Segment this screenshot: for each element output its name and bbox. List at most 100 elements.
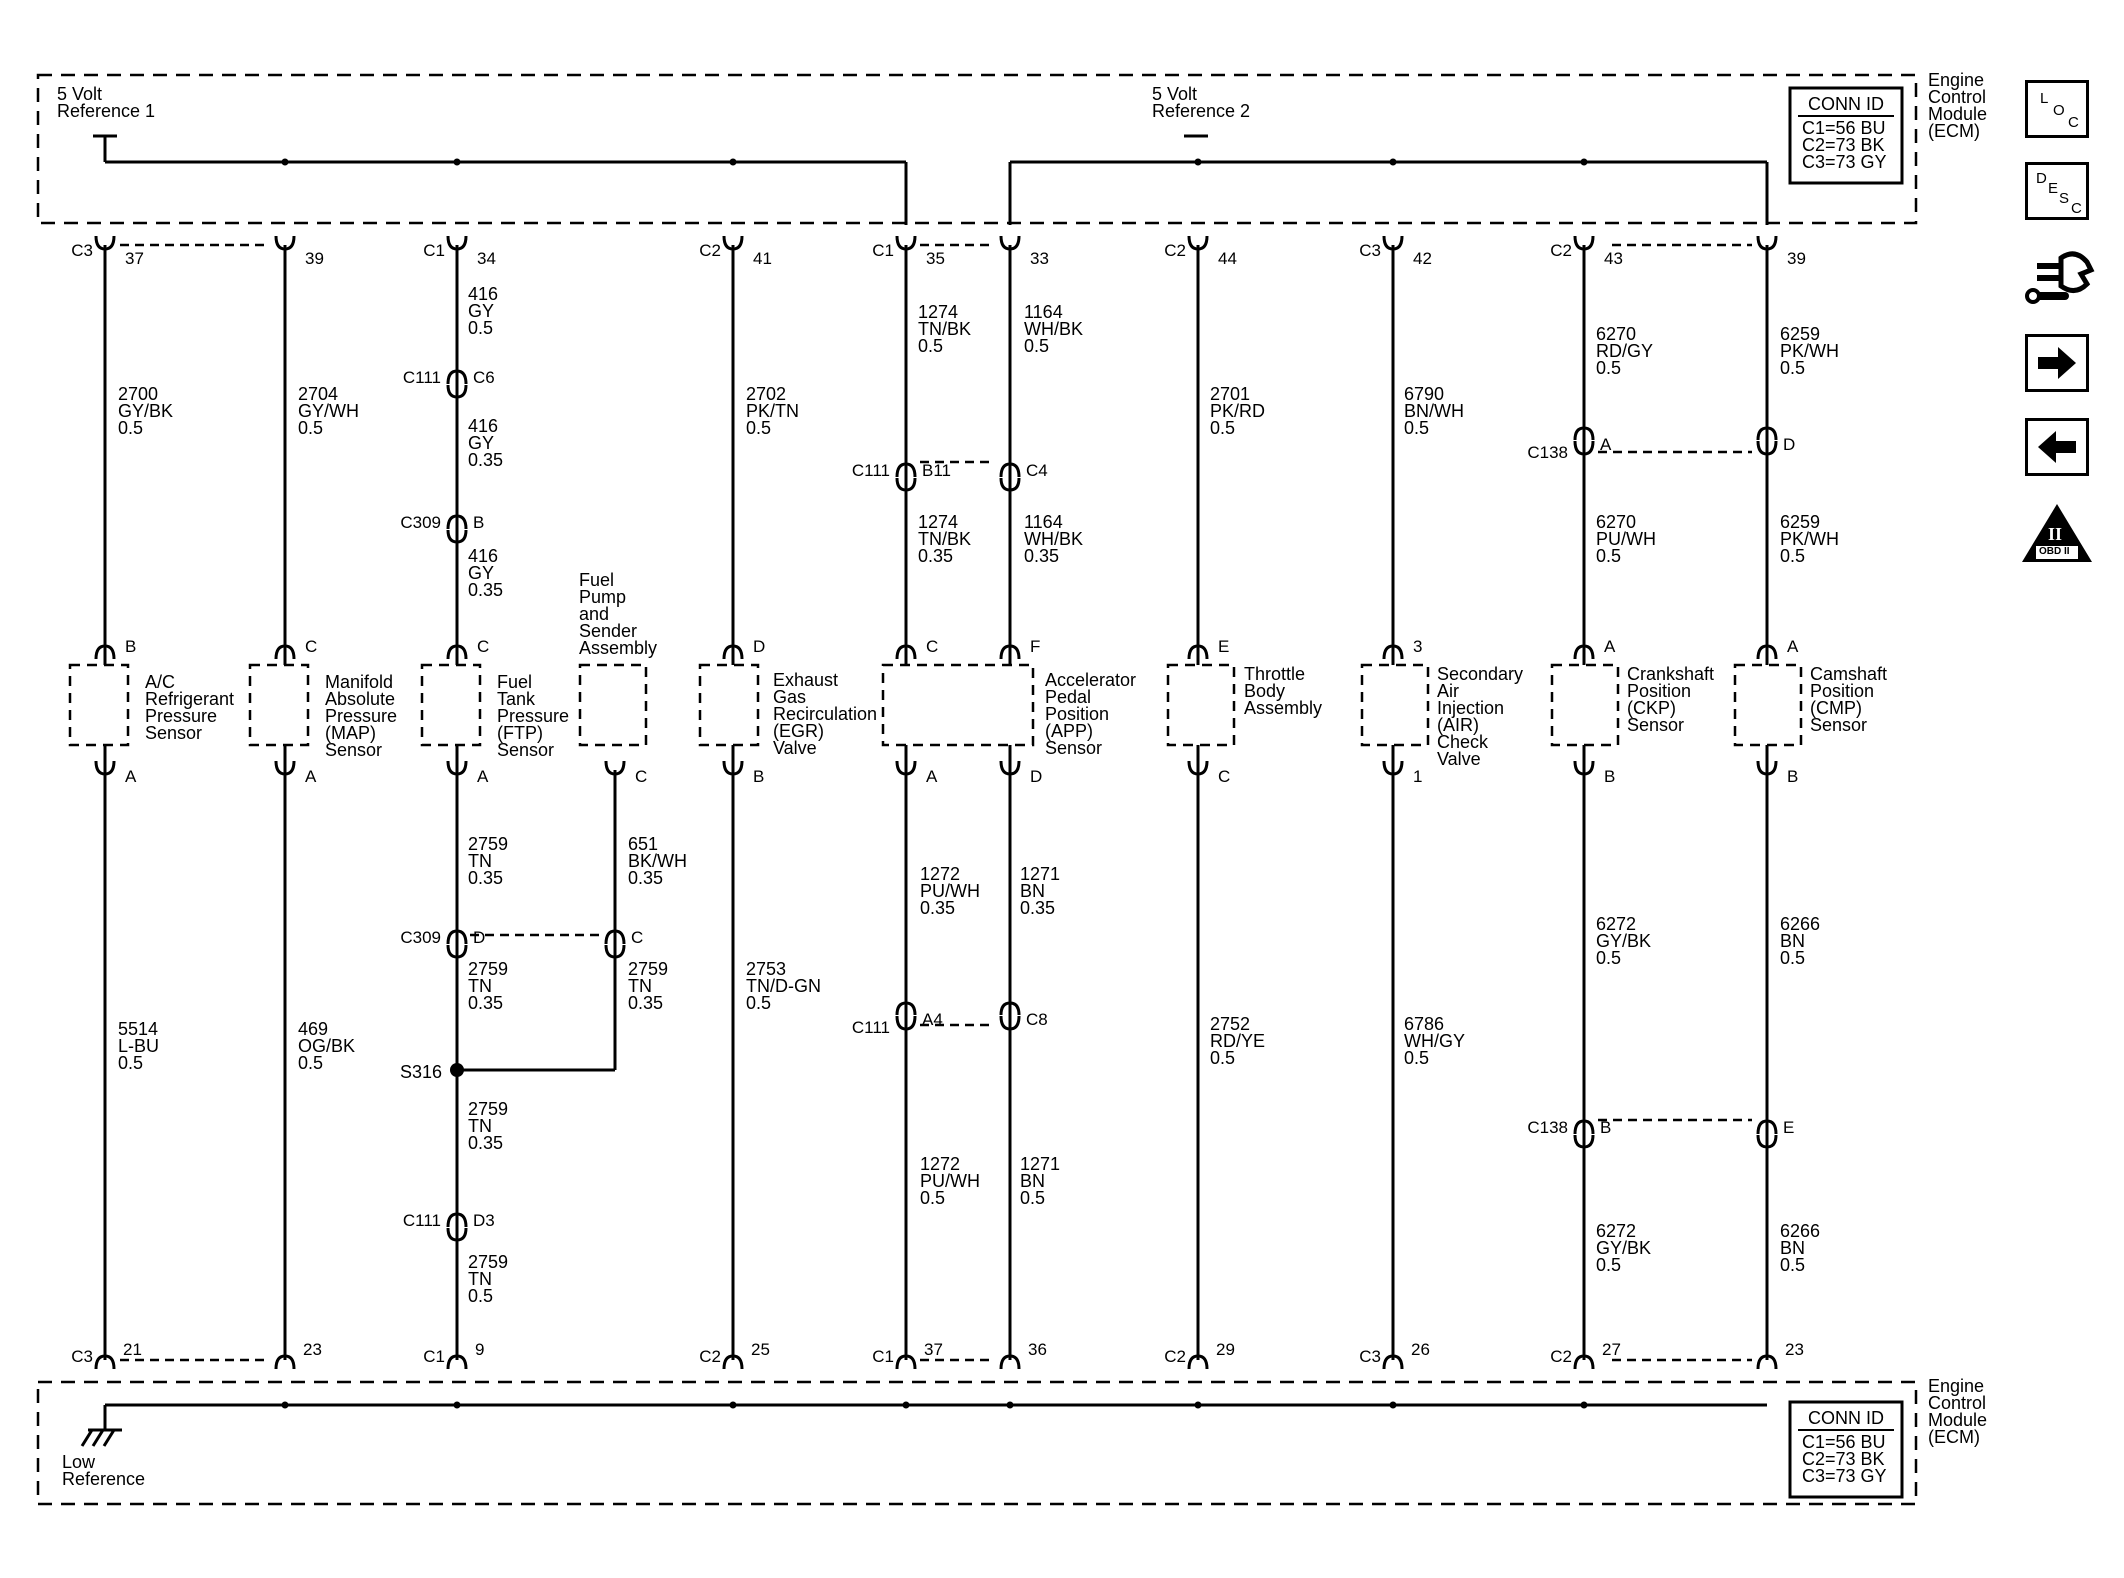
wire-circuit-number: 1274 — [918, 302, 958, 322]
inline-connector-plug — [446, 384, 468, 399]
component-label: Injection — [1437, 698, 1504, 718]
bus-junction — [453, 1401, 461, 1409]
desc-button[interactable]: D E S C — [2025, 162, 2089, 220]
wire-circuit-number: 651 — [628, 834, 658, 854]
wire-color: PU/WH — [920, 1171, 980, 1191]
wire-color: TN — [468, 851, 492, 871]
wire-gauge: 0.5 — [746, 418, 771, 438]
loc-button[interactable]: L O C — [2025, 80, 2089, 138]
connector-socket — [94, 760, 116, 776]
ecm-connector-id: C3 — [1359, 241, 1381, 260]
ecm-connector-id: C1 — [872, 241, 894, 260]
ecm-connector-id: C2 — [1164, 241, 1186, 260]
wire-gauge: 0.5 — [118, 1053, 143, 1073]
wire-color: PK/WH — [1780, 341, 1839, 361]
fuel-pump-box — [578, 663, 648, 747]
component-pin: A — [1604, 637, 1616, 656]
wire-circuit-number: 2759 — [468, 959, 508, 979]
ecm-pin-number: 23 — [1785, 1340, 1804, 1359]
wire-circuit-number: 469 — [298, 1019, 328, 1039]
connector-views-button[interactable] — [2025, 240, 2095, 316]
inline-connector-id: C138 — [1527, 443, 1568, 462]
component-label: Accelerator — [1045, 670, 1136, 690]
connector-socket — [895, 462, 917, 478]
inline-connector-plug — [446, 944, 468, 959]
wire-circuit-number: 2704 — [298, 384, 338, 404]
connector-socket — [895, 644, 917, 660]
connector-socket — [1573, 440, 1595, 456]
ecm-pin-number: 23 — [303, 1340, 322, 1359]
component-pin: E — [1218, 637, 1229, 656]
wire-circuit-number: 6266 — [1780, 1221, 1820, 1241]
ground-label: Reference — [62, 1469, 145, 1489]
obd-ii-icon — [2022, 504, 2092, 562]
wire-gauge: 0.5 — [1596, 358, 1621, 378]
map-sensor-box — [248, 663, 310, 747]
inline-connector-pin: A — [1600, 435, 1612, 454]
component-label: Sensor — [1627, 715, 1684, 735]
ecm-label: Engine — [1928, 70, 1984, 90]
connector-socket — [999, 1354, 1021, 1370]
wire-circuit-number: 416 — [468, 416, 498, 436]
component-pin: B — [1787, 767, 1798, 786]
desc-letter: S — [2059, 190, 2070, 207]
bus-junction — [1194, 158, 1202, 166]
ecm-pin-number: 33 — [1030, 249, 1049, 268]
connector-socket — [1382, 644, 1404, 660]
wire-color: TN — [468, 1269, 492, 1289]
wire-gauge: 0.5 — [1780, 1255, 1805, 1275]
inline-connector-plug — [446, 1227, 468, 1242]
wire-circuit-number: 2702 — [746, 384, 786, 404]
connector-socket — [274, 760, 296, 776]
inline-connector-pin: C4 — [1026, 461, 1048, 480]
connector-socket — [722, 1354, 744, 1370]
conn-id-title: CONN ID — [1808, 94, 1884, 114]
inline-connector-plug — [1756, 426, 1778, 441]
component-label: (CMP) — [1810, 698, 1862, 718]
ecm-label: (ECM) — [1928, 121, 1980, 141]
component-label: Pressure — [325, 706, 397, 726]
connector-socket — [1573, 644, 1595, 660]
wire-gauge: 0.5 — [1780, 546, 1805, 566]
loc-letter: O — [2053, 102, 2065, 119]
component-pin: B — [753, 767, 764, 786]
inline-connector-plug — [446, 529, 468, 544]
arrow-left-icon — [2038, 431, 2076, 463]
inline-connector-pin: D — [1783, 435, 1795, 454]
component-label: Check — [1437, 732, 1489, 752]
wire-circuit-number: 2759 — [628, 959, 668, 979]
ecm-top-box — [36, 73, 1918, 225]
wire-gauge: 0.5 — [1210, 418, 1235, 438]
wire-circuit-number: 2753 — [746, 959, 786, 979]
wire-circuit-number: 6270 — [1596, 512, 1636, 532]
wire-gauge: 0.5 — [1780, 948, 1805, 968]
inline-connector-id: C111 — [852, 461, 890, 480]
ecm-connector-id: C2 — [1550, 1347, 1572, 1366]
bus-junction — [1389, 158, 1397, 166]
component-pin: C — [305, 637, 317, 656]
wire-gauge: 0.5 — [298, 1053, 323, 1073]
wire-gauge: 0.5 — [920, 1188, 945, 1208]
component-label: Body — [1244, 681, 1285, 701]
component-label: A/C — [145, 672, 175, 692]
wire-circuit-number: 1272 — [920, 864, 960, 884]
component-label: Exhaust — [773, 670, 838, 690]
connector-socket — [274, 644, 296, 660]
connector-socket — [274, 235, 296, 251]
back-button[interactable] — [2025, 418, 2089, 476]
component-label: Tank — [497, 689, 536, 709]
wire-gauge: 0.35 — [1020, 898, 1055, 918]
next-button[interactable] — [2025, 334, 2089, 392]
ground-symbol — [102, 1429, 116, 1447]
ground-symbol — [91, 1429, 105, 1447]
bus-junction — [1580, 158, 1588, 166]
obd-ii-button[interactable]: II OBD II — [2020, 500, 2094, 566]
wire-gauge: 0.5 — [1210, 1048, 1235, 1068]
connector-socket — [604, 929, 626, 945]
bus-junction — [281, 1401, 289, 1409]
connector-socket — [94, 235, 116, 251]
component-label: Fuel — [579, 570, 614, 590]
wire-circuit-number: 5514 — [118, 1019, 158, 1039]
wire-color: BN — [1780, 931, 1805, 951]
wire-gauge: 0.35 — [1024, 546, 1059, 566]
